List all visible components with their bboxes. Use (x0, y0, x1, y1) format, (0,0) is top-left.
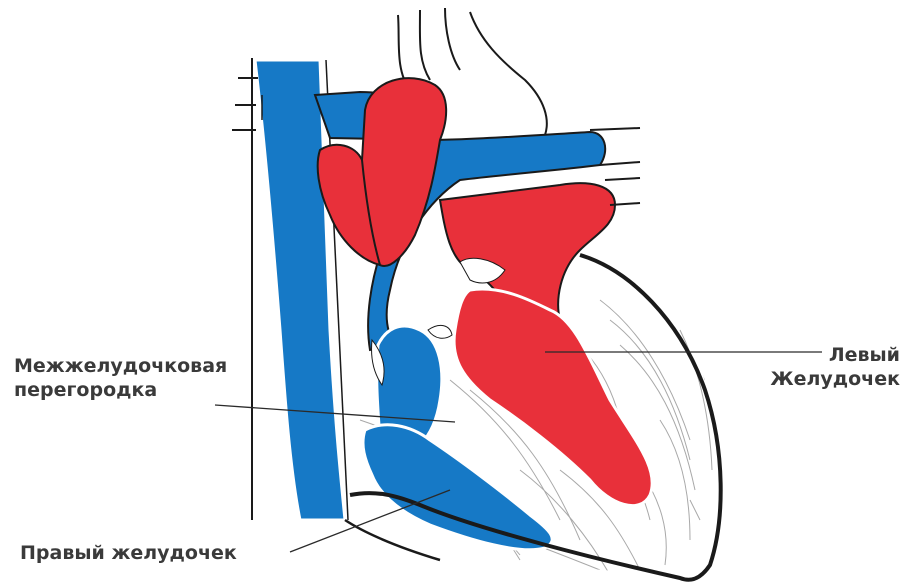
septum-label-line2: перегородка (14, 379, 227, 403)
right-ventricle (363, 425, 552, 550)
heart-outline-lower (345, 520, 440, 560)
septum-label: Межжелудочковая перегородка (14, 355, 227, 403)
right-ventricle-label-text: Правый желудочек (20, 542, 237, 566)
left-ventricle-label-line2: Желудочек (770, 368, 900, 392)
septum-label-line1: Межжелудочковая (14, 355, 227, 379)
left-ventricle (454, 289, 652, 506)
left-ventricle-label: Левый Желудочек (770, 344, 900, 392)
right-ventricle-label: Правый желудочек (20, 542, 237, 566)
left-ventricle-label-line1: Левый (770, 344, 900, 368)
